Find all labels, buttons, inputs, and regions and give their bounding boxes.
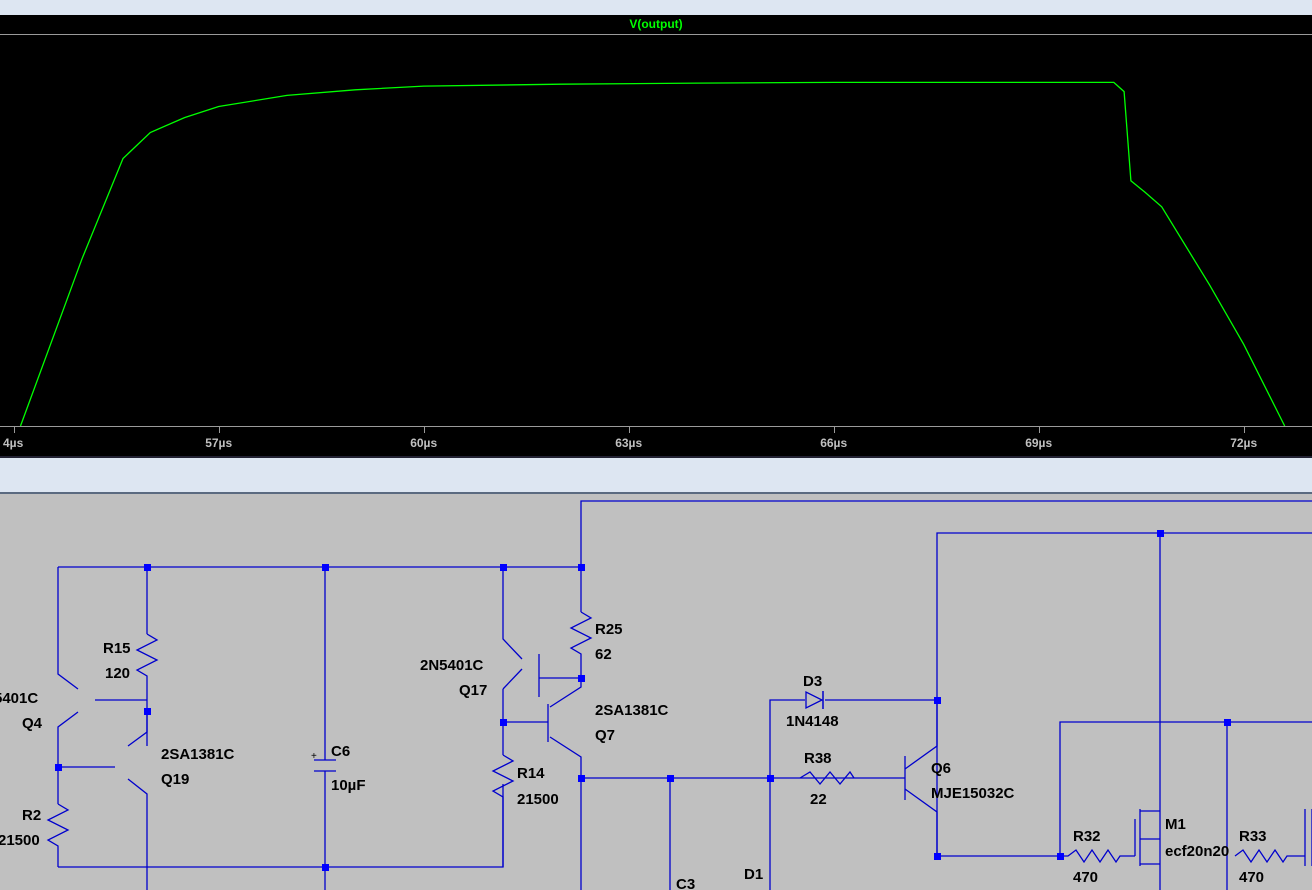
label-r38-ref[interactable]: R38	[804, 750, 832, 767]
label-q4-value[interactable]: 5401C	[0, 690, 38, 707]
label-m1-ref[interactable]: M1	[1165, 816, 1186, 833]
label-r38-value[interactable]: 22	[810, 791, 827, 808]
label-r14-ref[interactable]: R14	[517, 765, 545, 782]
label-r2-value[interactable]: 21500	[0, 832, 40, 849]
label-m1-value[interactable]: ecf20n20	[1165, 843, 1229, 860]
schematic-wires	[46, 500, 1312, 890]
waveform-plot[interactable]	[0, 35, 1312, 427]
label-r33-value[interactable]: 470	[1239, 869, 1264, 886]
x-tick-label: 63µs	[615, 436, 643, 450]
label-r33-ref[interactable]: R33	[1239, 828, 1267, 845]
x-tick-label: 60µs	[410, 436, 438, 450]
x-tick-label: 57µs	[205, 436, 233, 450]
label-q6-ref[interactable]: Q6	[931, 760, 951, 777]
x-tick-label: 4µs	[3, 436, 24, 450]
waveform-plot-pane[interactable]: V(output) 4µs 57µs 60µs 63µs 66µs 69µs 72µs	[0, 15, 1312, 456]
label-r2-ref[interactable]: R2	[22, 807, 41, 824]
label-d3-value[interactable]: 1N4148	[786, 713, 839, 730]
label-q6-value[interactable]: MJE15032C	[931, 785, 1015, 802]
c6-polarity-mark: +	[311, 751, 317, 762]
label-r15-value[interactable]: 120	[105, 665, 130, 682]
label-c6-ref[interactable]: C6	[331, 743, 350, 760]
x-tick-mark	[833, 427, 835, 433]
x-tick-mark	[628, 427, 630, 433]
x-tick-mark	[218, 427, 220, 433]
x-tick-mark	[423, 427, 425, 433]
label-d3-ref[interactable]: D3	[803, 673, 822, 690]
label-d1-ref[interactable]: D1	[744, 866, 763, 883]
trace-line-0[interactable]	[19, 81, 1286, 427]
label-c3-ref[interactable]: C3	[676, 876, 695, 890]
label-r15-ref[interactable]: R15	[103, 640, 131, 657]
diode-d3-symbol[interactable]	[805, 690, 824, 710]
x-axis-line	[0, 426, 1312, 427]
label-q19-ref[interactable]: Q19	[161, 771, 189, 788]
x-tick-mark	[1038, 427, 1040, 433]
trace-title[interactable]: V(output)	[0, 15, 1312, 35]
x-tick-mark	[13, 427, 15, 433]
wire-junctions	[55, 530, 1231, 871]
label-q7-value[interactable]: 2SA1381C	[595, 702, 669, 719]
pane-splitter[interactable]	[0, 456, 1312, 494]
x-tick-label: 72µs	[1230, 436, 1258, 450]
x-tick-label: 66µs	[820, 436, 848, 450]
label-q19-value[interactable]: 2SA1381C	[161, 746, 235, 763]
schematic-canvas[interactable]: R15 120 5401C Q4 2SA1381C Q19 R2 21500 C…	[0, 494, 1312, 890]
label-r32-ref[interactable]: R32	[1073, 828, 1101, 845]
label-c6-value[interactable]: 10µF	[331, 777, 366, 794]
x-tick-label: 69µs	[1025, 436, 1053, 450]
label-r32-value[interactable]: 470	[1073, 869, 1098, 886]
label-r25-ref[interactable]: R25	[595, 621, 623, 638]
label-q7-ref[interactable]: Q7	[595, 727, 615, 744]
window-top-bar	[0, 0, 1312, 16]
label-q17-ref[interactable]: Q17	[459, 682, 487, 699]
label-r14-value[interactable]: 21500	[517, 791, 559, 808]
x-tick-mark	[1243, 427, 1245, 433]
label-q4-ref[interactable]: Q4	[22, 715, 43, 732]
label-q17-value[interactable]: 2N5401C	[420, 657, 484, 674]
label-r25-value[interactable]: 62	[595, 646, 612, 663]
